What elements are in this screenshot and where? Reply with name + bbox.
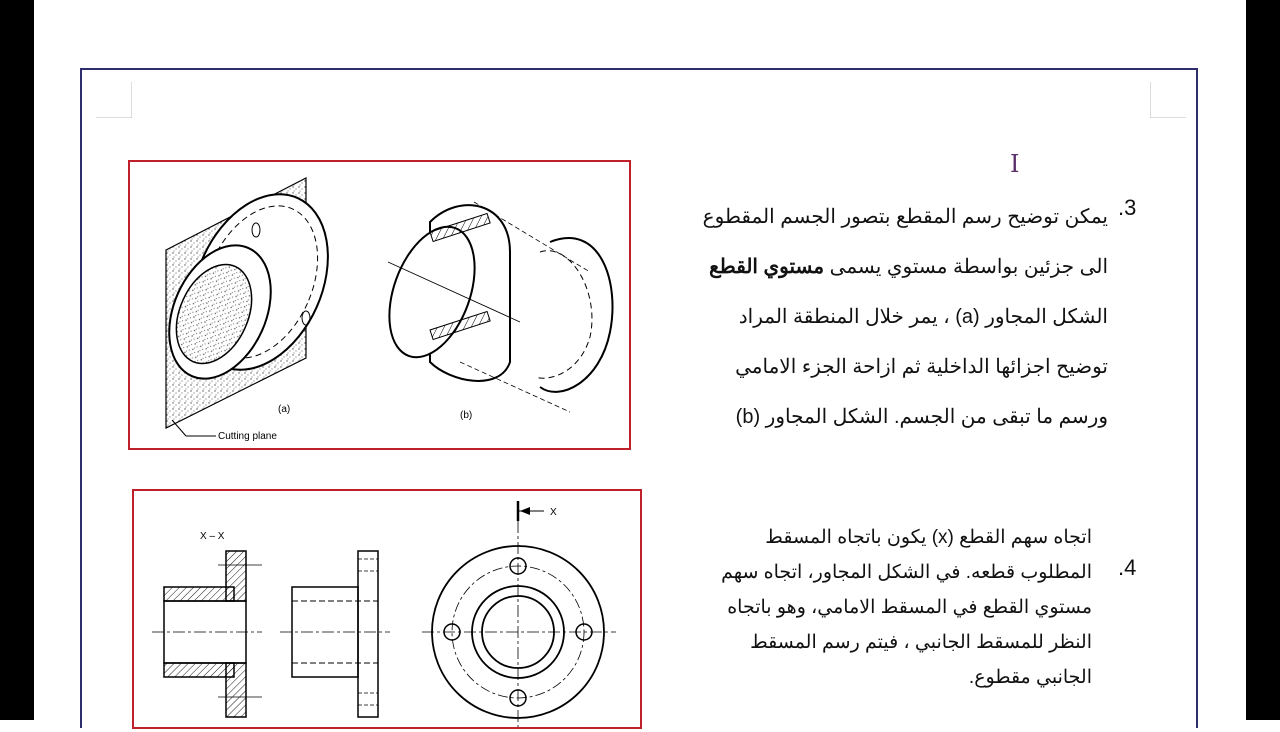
p4-line-5: الجانبي مقطوع. [968,667,1092,688]
item-number-4: .4 [1118,555,1137,580]
p3-line-2-text: الى جزئين بواسطة مستوي يسمى [824,256,1108,278]
p4-line-1: اتجاه سهم القطع (x) يكون باتجاه المسقط [765,527,1092,548]
ruler-band [34,0,1246,21]
p3-line-1: يمكن توضيح رسم المقطع بتصور الجسم المقطو… [702,206,1108,228]
item-number-3: .3 [1118,195,1137,220]
cutting-plane-illustration: (a) (b) Cutting plane [165,177,614,442]
margin-corner-top-left [96,82,132,118]
text-cursor-icon: I [1010,150,1020,178]
margin-corner-top-right [1150,82,1186,118]
p3-bold-term: مستوي القطع [709,256,825,278]
right-dark-margin [1246,0,1280,720]
p3-line-2: الى جزئين بواسطة مستوي يسمى مستوي القطع [648,242,1108,292]
p4-line-3: مستوي القطع في المسقط الامامي، وهو باتجا… [727,597,1092,618]
paragraph-3: يمكن توضيح رسم المقطع بتصور الجسم المقطو… [648,192,1108,442]
p4-line-4: النظر للمسقط الجانبي ، فيتم رسم المسقط [750,632,1092,653]
cutting-plane-label: Cutting plane [218,431,277,442]
cutting-arrow-label: X [550,507,557,518]
p4-line-2: المطلوب قطعه. في الشكل المجاور، اتجاه سه… [721,562,1092,583]
orthographic-drawing: X – X X [152,501,616,727]
label-b: (b) [460,410,472,421]
figure-orthographic-views: X – X X [132,489,642,729]
section-xx-label: X – X [200,531,225,542]
page-border [80,68,1198,728]
p3-line-3: الشكل المجاور (a) ، يمر خلال المنطقة الم… [738,306,1108,328]
p3-line-5: ورسم ما تبقى من الجسم. الشكل المجاور (b) [735,406,1108,428]
figure-section-views: (a) (b) Cutting plane [128,160,631,450]
paragraph-4: اتجاه سهم القطع (x) يكون باتجاه المسقط ا… [682,520,1092,695]
label-a: (a) [278,404,290,415]
p3-line-4: توضيح اجزائها الداخلية ثم ازاحة الجزء ال… [735,356,1108,378]
left-dark-margin [0,0,34,720]
